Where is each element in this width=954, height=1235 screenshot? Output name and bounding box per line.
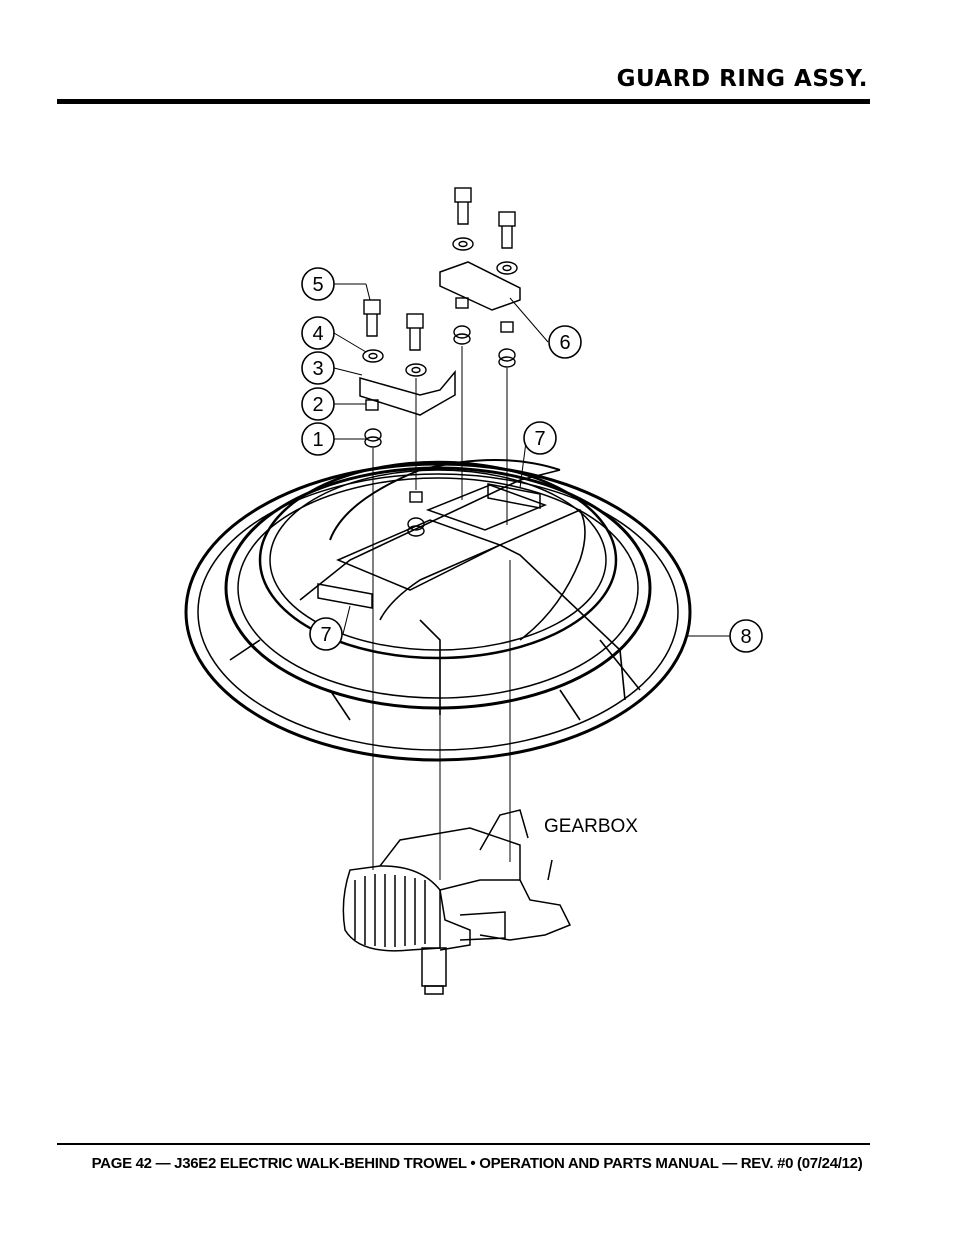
callout-7-bottom: 7 — [320, 624, 331, 646]
callout-7-top: 7 — [534, 428, 545, 450]
page-title: GUARD RING ASSY. — [616, 66, 868, 92]
footer-rule — [57, 1143, 870, 1145]
header-rule — [57, 99, 870, 104]
callout-1: 1 — [312, 429, 323, 451]
callout-8: 8 — [740, 626, 751, 648]
gearbox-label: GEARBOX — [544, 816, 638, 837]
callout-4: 4 — [312, 323, 323, 345]
callout-6: 6 — [559, 332, 570, 354]
callout-5: 5 — [312, 274, 323, 296]
callout-2: 2 — [312, 394, 323, 416]
page-footer: PAGE 42 — J36E2 ELECTRIC WALK-BEHIND TRO… — [91, 1155, 863, 1172]
callout-3: 3 — [312, 358, 323, 380]
